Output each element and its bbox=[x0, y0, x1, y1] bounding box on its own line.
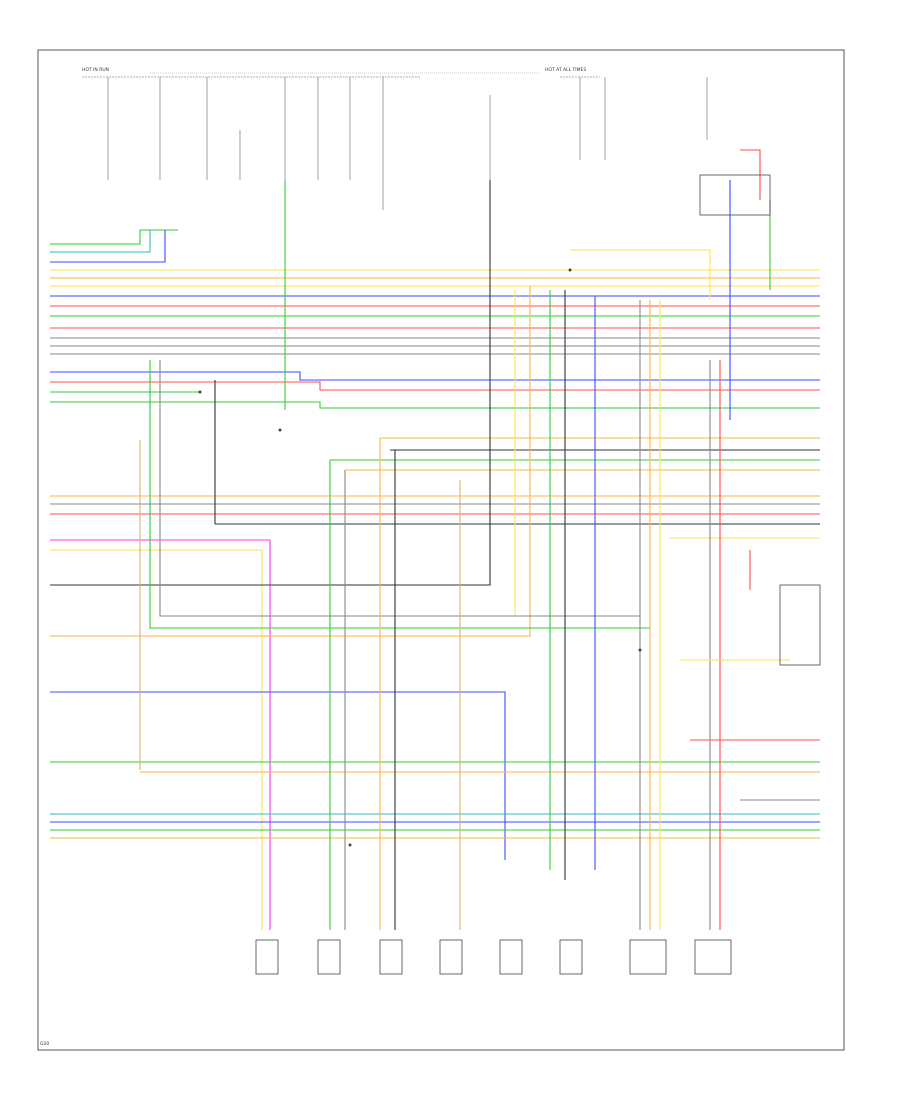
component-switches bbox=[255, 174, 821, 975]
component bbox=[439, 939, 463, 975]
wire bbox=[50, 381, 820, 391]
wire bbox=[570, 249, 711, 300]
wire bbox=[50, 230, 151, 253]
component bbox=[255, 939, 279, 975]
component bbox=[629, 939, 667, 975]
wire bbox=[50, 549, 263, 930]
component bbox=[779, 584, 821, 666]
wire bbox=[50, 230, 166, 263]
component bbox=[317, 939, 341, 975]
fuse-label-hot-at-all-times: HOT AT ALL TIMES bbox=[545, 67, 586, 73]
fuse-label-hot-in-run: HOT IN RUN bbox=[82, 67, 109, 73]
wire bbox=[50, 229, 178, 245]
wire bbox=[50, 371, 820, 381]
connector-marks bbox=[198, 268, 642, 847]
wire bbox=[50, 539, 271, 930]
wire bbox=[740, 149, 761, 200]
wire bbox=[50, 286, 531, 637]
wire bbox=[159, 360, 640, 617]
component bbox=[699, 174, 771, 216]
diagram-code: G20 bbox=[40, 1041, 49, 1047]
top-labels: HOT IN RUN HOT AT ALL TIMES G20 bbox=[40, 67, 586, 1047]
component bbox=[379, 939, 403, 975]
component bbox=[499, 939, 523, 975]
fuse-bus bbox=[82, 72, 708, 210]
wire bbox=[50, 180, 491, 586]
wire bbox=[50, 691, 506, 860]
wire bbox=[50, 401, 820, 409]
diagram-border bbox=[37, 49, 845, 1051]
component bbox=[694, 939, 732, 975]
wires bbox=[50, 149, 820, 930]
wire bbox=[149, 360, 650, 629]
component bbox=[559, 939, 583, 975]
